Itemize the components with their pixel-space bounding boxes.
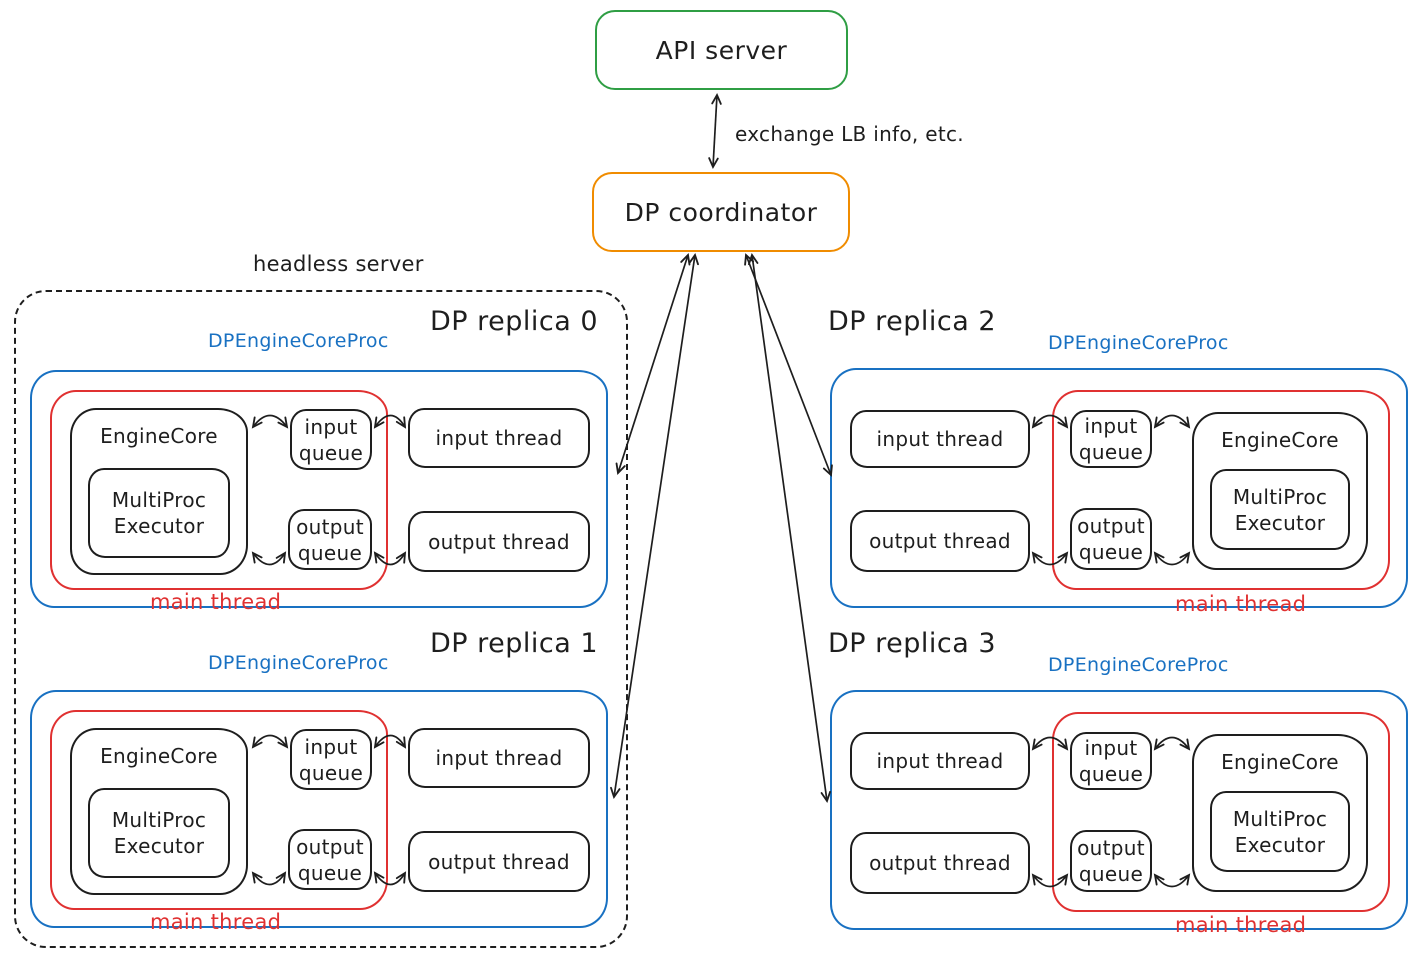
executor-line: Executor — [113, 834, 205, 858]
input-queue-line1: input — [304, 734, 358, 759]
dp-coordinator-label: DP coordinator — [624, 197, 818, 227]
input-thread-label: input thread — [435, 426, 563, 450]
input-queue-line2: queue — [298, 760, 364, 785]
output-thread-label: output thread — [869, 851, 1011, 875]
input-queue-line1: input — [1084, 414, 1138, 438]
replica-3-input-queue-box: input queue — [1070, 732, 1152, 790]
input-thread-label: input thread — [876, 427, 1004, 451]
replica-0-multiproc-executor-box: MultiProc Executor — [88, 468, 230, 558]
output-queue-line1: output — [296, 514, 364, 539]
input-queue-line2: queue — [1078, 440, 1144, 464]
replica-2-multiproc-executor-box: MultiProc Executor — [1210, 469, 1350, 550]
output-thread-label: output thread — [428, 849, 570, 874]
output-thread-label: output thread — [869, 529, 1011, 553]
replica-3-multiproc-executor-box: MultiProc Executor — [1210, 791, 1350, 872]
multiproc-line: MultiProc — [111, 808, 207, 832]
output-queue-line1: output — [1077, 514, 1145, 538]
replica-0-input-queue-box: input queue — [290, 409, 372, 470]
replica-2-input-thread-box: input thread — [850, 410, 1030, 468]
replica-1-proc-label: DPEngineCoreProc — [208, 652, 389, 674]
arrow-coordinator-replica-0 — [615, 253, 691, 475]
replica-3-proc-label: DPEngineCoreProc — [1048, 654, 1229, 676]
multiproc-line: MultiProc — [1232, 484, 1328, 509]
output-queue-line2: queue — [297, 540, 363, 565]
replica-0-proc-box — [30, 370, 608, 608]
output-queue-line2: queue — [1078, 862, 1144, 886]
replica-3-main-thread-label: main thread — [1175, 913, 1307, 937]
output-queue-line2: queue — [297, 860, 363, 885]
replica-2-main-thread-box — [1052, 390, 1390, 590]
multiproc-line: MultiProc — [111, 488, 207, 512]
input-thread-label: input thread — [435, 746, 563, 770]
headless-server-label: headless server — [253, 252, 424, 276]
replica-3-output-thread-box: output thread — [850, 832, 1030, 894]
replica-1-main-thread-label: main thread — [150, 910, 282, 934]
replica-1-main-thread-box — [50, 710, 388, 910]
replica-0-engine-core-label: EngineCore — [100, 424, 218, 448]
replica-3-proc-box — [830, 690, 1408, 930]
replica-1-output-queue-box: output queue — [288, 829, 372, 890]
replica-2-main-thread-label: main thread — [1175, 592, 1307, 616]
replica-1-output-thread-box: output thread — [408, 831, 590, 892]
executor-line: Executor — [1234, 510, 1326, 535]
replica-1-input-thread-box: input thread — [408, 728, 590, 788]
replica-3-main-thread-box — [1052, 712, 1390, 912]
executor-line: Executor — [113, 514, 205, 538]
replica-0-title: DP replica 0 — [430, 306, 599, 337]
input-queue-line2: queue — [1078, 762, 1144, 786]
executor-line: Executor — [1234, 832, 1326, 857]
input-thread-label: input thread — [876, 749, 1004, 773]
replica-2-title: DP replica 2 — [828, 306, 997, 337]
replica-1-engine-core-label: EngineCore — [100, 744, 218, 768]
input-queue-line1: input — [304, 414, 358, 439]
multiproc-line: MultiProc — [1232, 806, 1328, 831]
api-server-label: API server — [655, 35, 788, 65]
input-queue-line1: input — [1084, 736, 1138, 760]
replica-3-input-thread-box: input thread — [850, 732, 1030, 790]
output-queue-line1: output — [1077, 836, 1145, 860]
replica-0-output-queue-box: output queue — [288, 509, 372, 570]
replica-0-input-thread-box: input thread — [408, 408, 590, 468]
arrow-coordinator-replica-3 — [747, 252, 832, 804]
input-queue-line2: queue — [298, 440, 364, 465]
output-queue-line2: queue — [1078, 540, 1144, 564]
replica-2-input-queue-box: input queue — [1070, 410, 1152, 468]
dp-coordinator-node: DP coordinator — [592, 172, 850, 252]
arrow-api-coordinator — [708, 92, 722, 170]
replica-1-multiproc-executor-box: MultiProc Executor — [88, 788, 230, 878]
replica-3-engine-core-label: EngineCore — [1221, 750, 1339, 774]
exchange-lb-info-label: exchange LB info, etc. — [735, 122, 964, 146]
output-queue-line1: output — [296, 834, 364, 859]
replica-1-input-queue-box: input queue — [290, 729, 372, 790]
replica-2-engine-core-label: EngineCore — [1221, 428, 1339, 452]
replica-1-title: DP replica 1 — [430, 628, 599, 659]
replica-0-output-thread-box: output thread — [408, 511, 590, 572]
output-thread-label: output thread — [428, 529, 570, 554]
replica-0-proc-label: DPEngineCoreProc — [208, 330, 389, 352]
replica-3-title: DP replica 3 — [828, 628, 997, 659]
replica-0-main-thread-box — [50, 390, 388, 590]
replica-2-output-queue-box: output queue — [1070, 508, 1152, 570]
api-server-node: API server — [595, 10, 848, 90]
replica-2-proc-label: DPEngineCoreProc — [1048, 332, 1229, 354]
replica-0-main-thread-label: main thread — [150, 590, 282, 614]
arrow-coordinator-replica-2 — [744, 253, 833, 477]
replica-1-proc-box — [30, 690, 608, 928]
replica-3-output-queue-box: output queue — [1070, 830, 1152, 892]
replica-2-output-thread-box: output thread — [850, 510, 1030, 572]
